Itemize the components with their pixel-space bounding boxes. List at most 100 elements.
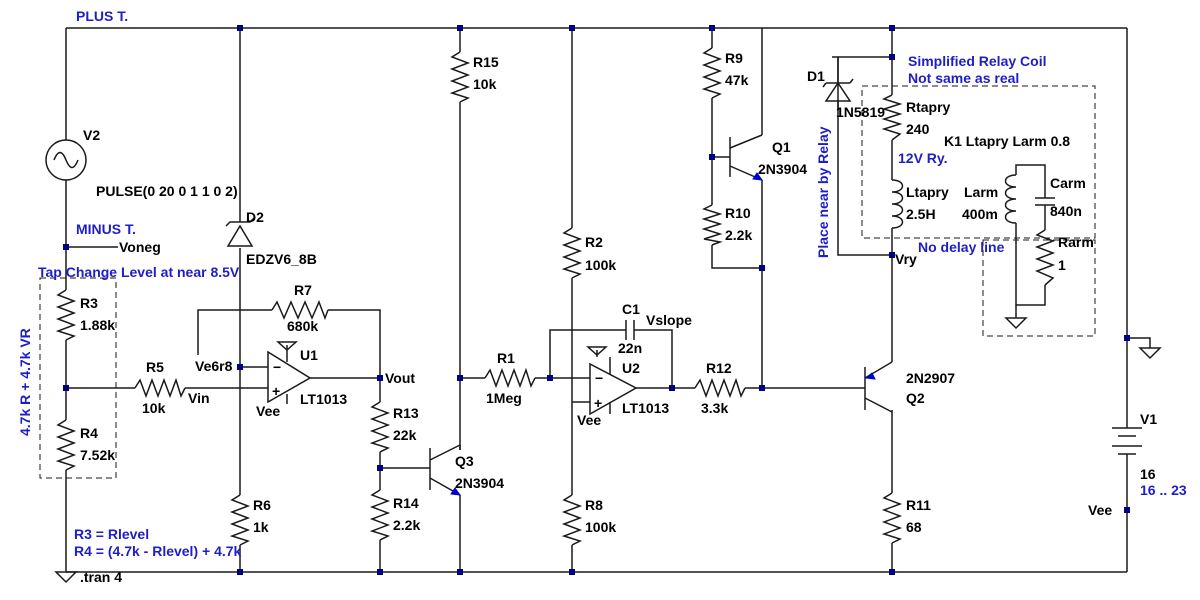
- q3-value: 2N3904: [455, 475, 504, 491]
- relay-note-line2: Not same as real: [908, 70, 1019, 86]
- r11-name: R11: [906, 497, 931, 513]
- diode-d1-symbol[interactable]: [822, 57, 854, 111]
- v2-name: V2: [83, 127, 100, 143]
- resistor-r2-symbol[interactable]: [561, 227, 583, 279]
- r7-name: R7: [294, 282, 312, 298]
- q2-name: Q2: [906, 390, 925, 406]
- relay-dashed-box: [861, 85, 1096, 239]
- r13-value: 22k: [393, 427, 417, 443]
- relay-type-note: 12V Ry.: [898, 150, 948, 166]
- rarm-name: Rarm: [1058, 234, 1094, 250]
- resistor-r8-symbol[interactable]: [561, 494, 583, 546]
- q2-value: 2N2907: [906, 370, 955, 386]
- svg-text:−: −: [273, 359, 281, 375]
- opamp-u2-symbol[interactable]: − +: [586, 346, 638, 416]
- r12-name: R12: [706, 360, 732, 376]
- resistor-r4-symbol[interactable]: [55, 419, 77, 471]
- transistor-q2-symbol[interactable]: [864, 360, 893, 413]
- u1-name: U1: [300, 347, 318, 363]
- v1-range: 16 .. 23: [1140, 482, 1187, 498]
- r10-name: R10: [725, 205, 751, 221]
- r4-name: R4: [80, 425, 98, 441]
- ground-relay-icon: [1004, 317, 1028, 330]
- resistor-r6-symbol[interactable]: [229, 494, 251, 546]
- capacitor-c1-symbol[interactable]: [620, 320, 640, 340]
- resistor-r3-symbol[interactable]: [55, 289, 77, 341]
- capacitor-carm-symbol[interactable]: [1035, 180, 1055, 210]
- r9-value: 47k: [725, 72, 749, 88]
- tap-change-note: Tap Change Level at near 8.5V: [38, 264, 240, 280]
- carm-value: 840n: [1050, 203, 1082, 219]
- resistor-r14-symbol[interactable]: [369, 489, 391, 541]
- wires: [65, 27, 1151, 573]
- v1-value: 16: [1140, 466, 1156, 482]
- r9-name: R9: [725, 50, 743, 66]
- zener-d2-symbol[interactable]: [225, 217, 255, 247]
- resistor-rtapry-symbol[interactable]: [881, 94, 903, 141]
- resistor-r5-symbol[interactable]: [134, 377, 186, 399]
- q1-name: Q1: [772, 139, 791, 155]
- net-vin-label: Vin: [188, 390, 210, 406]
- no-delay-note: No delay line: [918, 239, 1005, 255]
- v1-name: V1: [1140, 411, 1157, 427]
- junctions: [63, 25, 1130, 575]
- r2-name: R2: [585, 234, 603, 250]
- v2-value: PULSE(0 20 0 1 1 0 2): [96, 183, 238, 199]
- opamp-u1-symbol[interactable]: − +: [267, 341, 312, 404]
- u2-value: LT1013: [622, 400, 669, 416]
- coupling-directive: K1 Ltapry Larm 0.8: [944, 133, 1070, 149]
- net-vee-u2-label: Vee: [577, 412, 601, 428]
- transistor-q3-symbol[interactable]: [429, 444, 462, 510]
- resistor-r12-symbol[interactable]: [694, 377, 746, 399]
- r8-value: 100k: [585, 519, 616, 535]
- rarm-value: 1: [1058, 257, 1066, 273]
- svg-text:−: −: [595, 370, 603, 386]
- net-plus-label: PLUS T.: [76, 8, 128, 24]
- resistor-r13-symbol[interactable]: [369, 401, 391, 453]
- carm-name: Carm: [1050, 175, 1086, 191]
- resistor-r10-symbol[interactable]: [701, 204, 723, 246]
- r15-value: 10k: [473, 76, 497, 92]
- ground-left-icon: [54, 571, 78, 584]
- battery-v1-symbol[interactable]: [1112, 413, 1142, 467]
- net-voneg-label: Voneg: [119, 239, 161, 255]
- rtapry-value: 240: [906, 121, 930, 137]
- resistor-r11-symbol[interactable]: [881, 492, 903, 544]
- r5-name: R5: [146, 359, 164, 375]
- resistor-r1-symbol[interactable]: [484, 367, 536, 389]
- larm-value: 400m: [962, 206, 998, 222]
- d1-value: 1N5819: [836, 104, 885, 120]
- net-minus-label: MINUS T.: [76, 221, 136, 237]
- net-vee-u1-label: Vee: [256, 403, 280, 419]
- tran-directive: .tran 4: [80, 569, 122, 585]
- net-ve6r8-label: Ve6r8: [195, 358, 233, 374]
- inductor-larm-symbol[interactable]: [1004, 174, 1017, 230]
- net-vout-label: Vout: [385, 370, 415, 386]
- r6-name: R6: [253, 497, 271, 513]
- r12-value: 3.3k: [701, 400, 728, 416]
- r5-value: 10k: [142, 400, 166, 416]
- ltapry-name: Ltapry: [906, 184, 949, 200]
- d2-name: D2: [246, 209, 264, 225]
- resistor-r15-symbol[interactable]: [449, 51, 471, 103]
- u1-value: LT1013: [300, 391, 347, 407]
- r6-value: 1k: [253, 519, 269, 535]
- c1-name: C1: [622, 301, 640, 317]
- c1-value: 22n: [618, 340, 642, 356]
- r10-value: 2.2k: [725, 227, 752, 243]
- rtapry-name: Rtapry: [906, 99, 951, 115]
- r1-value: 1Meg: [486, 390, 522, 406]
- q3-name: Q3: [455, 453, 474, 469]
- r11-value: 68: [906, 519, 922, 535]
- inductor-ltapry-symbol[interactable]: [891, 179, 904, 229]
- voltage-source-v2-symbol[interactable]: [45, 139, 87, 181]
- net-vry-label: Vry: [895, 251, 917, 267]
- transistor-q1-symbol[interactable]: [729, 134, 764, 181]
- q1-value: 2N3904: [758, 161, 807, 177]
- r14-name: R14: [393, 495, 419, 511]
- ground-right-icon: [1138, 347, 1162, 360]
- resistor-r7-symbol[interactable]: [271, 300, 329, 321]
- r3-value: 1.88k: [80, 317, 115, 333]
- resistor-r9-symbol[interactable]: [701, 47, 723, 99]
- svg-text:+: +: [594, 395, 602, 411]
